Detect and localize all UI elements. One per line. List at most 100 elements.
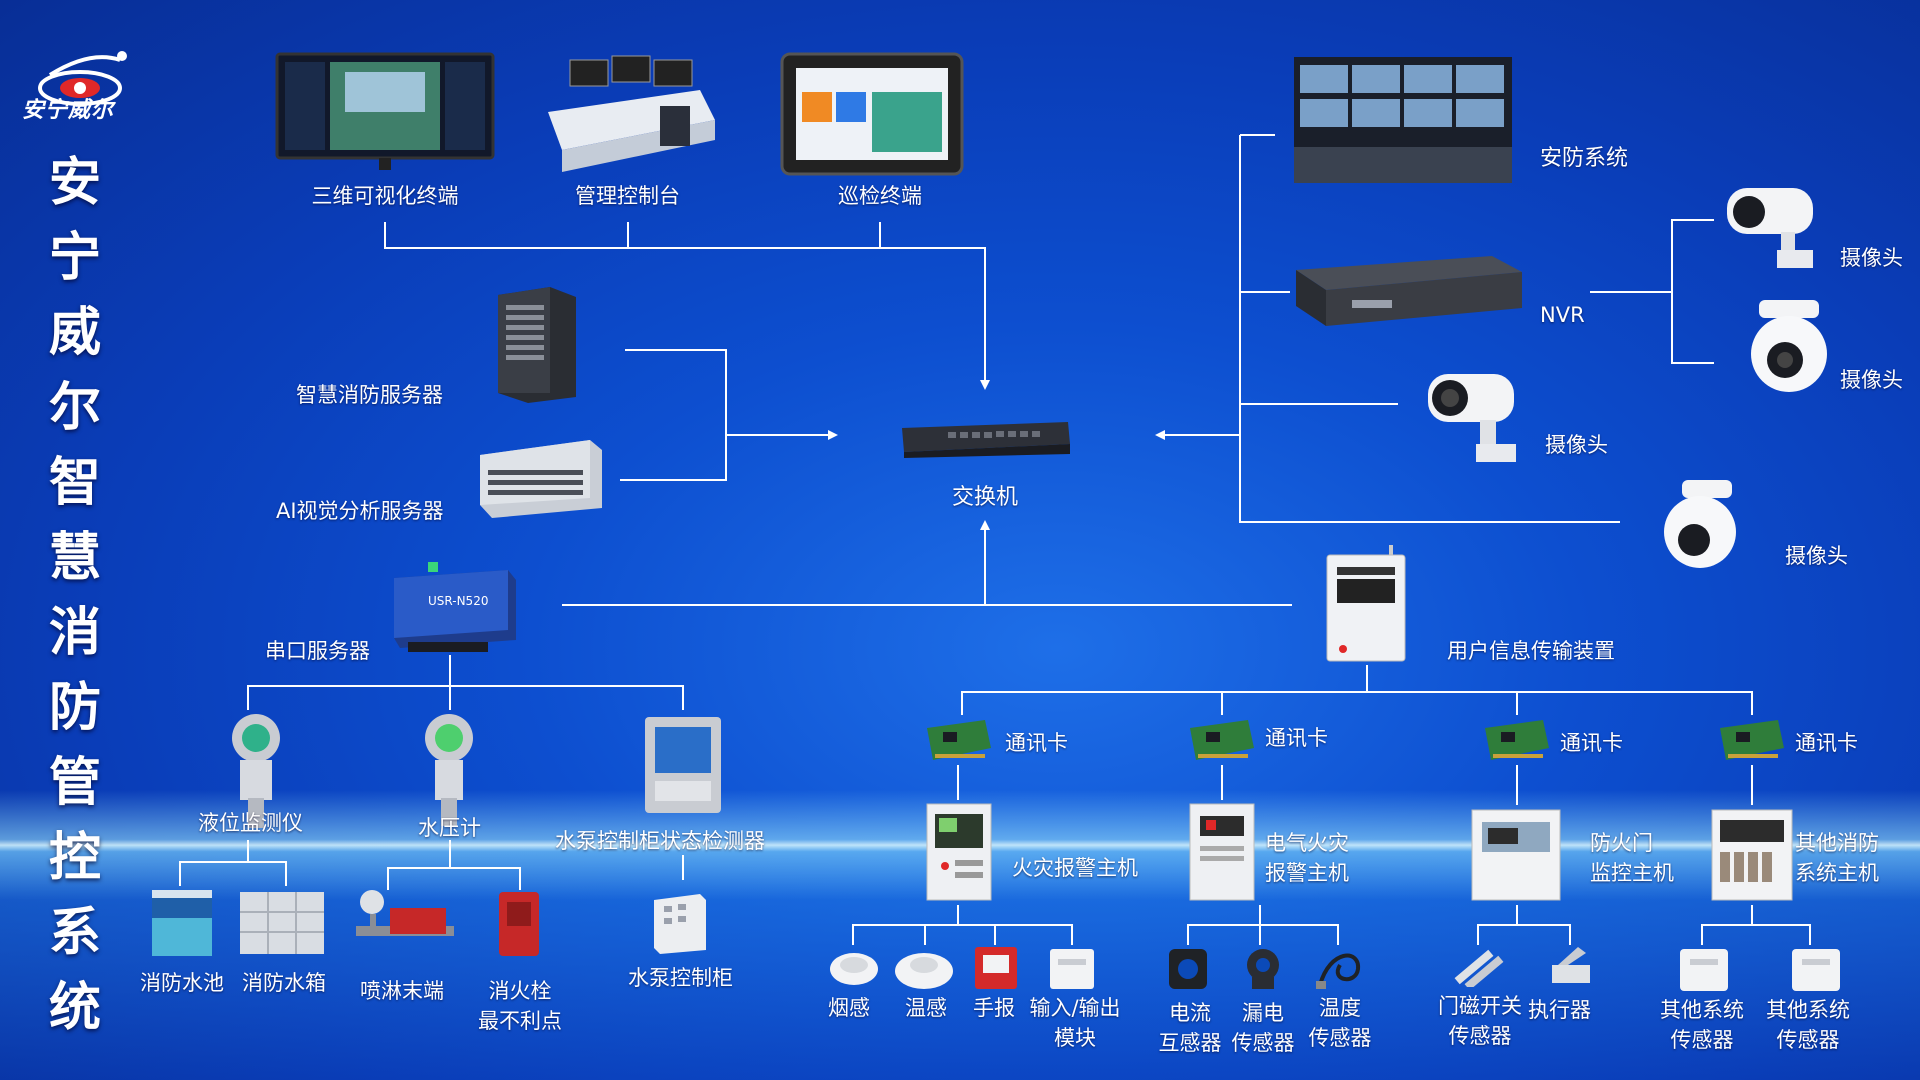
hydrant-label-1: 消火栓 xyxy=(488,979,552,1003)
user-info-device-icon xyxy=(1326,545,1406,662)
leakage-sensor-icon xyxy=(1247,949,1279,989)
arrow-down-icon xyxy=(980,380,990,390)
user-info-device-label: 用户信息传输装置 xyxy=(1447,639,1615,663)
fire-tank-icon xyxy=(240,892,324,954)
fire-alarm-host-label: 火灾报警主机 xyxy=(1012,856,1138,880)
smoke-detector-icon xyxy=(830,953,878,985)
company-logo-text: 安宁威尔 xyxy=(22,97,115,123)
comm-card-icon-1 xyxy=(927,720,991,760)
switch-label: 交换机 xyxy=(951,485,1018,510)
camera-label-3: 摄像头 xyxy=(1840,368,1903,392)
nvr-icon xyxy=(1296,256,1522,326)
actuator-icon xyxy=(1552,947,1590,983)
door-sensor-label-1: 门磁开关 xyxy=(1438,994,1522,1018)
ai-server-label: AI视觉分析服务器 xyxy=(276,499,444,523)
management-console-label: 管理控制台 xyxy=(575,184,680,208)
camera-label-4: 摄像头 xyxy=(1785,544,1848,568)
level-monitor-icon xyxy=(232,714,280,828)
arrow-right-icon xyxy=(828,430,838,440)
visualization-terminal-label: 三维可视化终端 xyxy=(311,184,459,208)
fire-server-icon xyxy=(498,287,576,403)
temperature-sensor-icon xyxy=(1316,953,1361,989)
other-host-label-2: 系统主机 xyxy=(1795,861,1879,885)
fire-server-label: 智慧消防服务器 xyxy=(296,383,443,407)
other-system-host-icon xyxy=(1711,809,1793,901)
door-sensor-label-2: 传感器 xyxy=(1448,1024,1512,1048)
nvr-label: NVR xyxy=(1540,303,1585,327)
leakage-sensor-label-2: 传感器 xyxy=(1231,1031,1295,1055)
pump-monitor-icon xyxy=(645,717,721,813)
sprinkler-end-label: 喷淋末端 xyxy=(360,979,444,1003)
pump-cabinet-label: 水泵控制柜 xyxy=(628,966,733,990)
manual-alarm-button-icon xyxy=(975,947,1017,989)
pressure-gauge-icon xyxy=(425,714,473,826)
camera-bullet-icon xyxy=(1428,374,1516,462)
company-logo xyxy=(38,51,127,106)
arrow-up-icon xyxy=(980,520,990,530)
comm-card-label-1: 通讯卡 xyxy=(1005,731,1068,755)
temperature-sensor-label-2: 传感器 xyxy=(1308,1026,1372,1050)
camera-bullet-icon-2 xyxy=(1727,188,1813,268)
temperature-detector-label: 温感 xyxy=(905,996,947,1020)
ai-server-icon xyxy=(480,440,602,518)
fire-door-host-label-2: 监控主机 xyxy=(1590,861,1674,885)
current-transformer-label-1: 电流 xyxy=(1169,1001,1211,1025)
hydrant-label-2: 最不利点 xyxy=(478,1009,562,1033)
comm-card-icon-2 xyxy=(1190,720,1254,760)
camera-label-1: 摄像头 xyxy=(1545,433,1608,457)
security-system-label: 安防系统 xyxy=(1540,146,1629,171)
comm-card-icon-3 xyxy=(1485,720,1549,760)
fire-pool-label: 消防水池 xyxy=(140,971,224,995)
door-magnetic-sensor-icon xyxy=(1454,949,1504,987)
actuator-label: 执行器 xyxy=(1528,998,1591,1022)
fire-alarm-host-icon xyxy=(926,803,992,901)
pump-cabinet-icon xyxy=(654,894,706,954)
electrical-fire-host-icon xyxy=(1189,803,1255,901)
io-module-label-2: 模块 xyxy=(1054,1026,1096,1050)
other-sensor-a-label-1: 其他系统 xyxy=(1660,998,1744,1022)
current-transformer-label-2: 互感器 xyxy=(1158,1031,1222,1055)
camera-label-2: 摄像头 xyxy=(1840,246,1903,270)
temperature-sensor-label-1: 温度 xyxy=(1319,996,1361,1020)
comm-card-icon-4 xyxy=(1720,720,1784,760)
camera-dome-icon-2 xyxy=(1664,480,1736,568)
elec-fire-host-label-2: 报警主机 xyxy=(1265,861,1349,885)
comm-card-label-2: 通讯卡 xyxy=(1265,726,1328,750)
fire-door-host-label-1: 防火门 xyxy=(1590,831,1653,855)
io-module-icon xyxy=(1050,949,1094,989)
other-system-sensor-icon-1 xyxy=(1680,949,1728,991)
other-sensor-b-label-1: 其他系统 xyxy=(1766,998,1850,1022)
fire-tank-label: 消防水箱 xyxy=(242,971,326,995)
manual-alarm-label: 手报 xyxy=(973,996,1015,1020)
comm-card-label-4: 通讯卡 xyxy=(1795,731,1858,755)
comm-card-label-3: 通讯卡 xyxy=(1560,731,1623,755)
serial-server-label: 串口服务器 xyxy=(265,639,370,663)
other-sensor-b-label-2: 传感器 xyxy=(1776,1028,1840,1052)
sprinkler-end-icon xyxy=(356,890,454,936)
serial-server-brand: USR-N520 xyxy=(428,594,488,608)
temperature-detector-icon xyxy=(895,953,953,989)
other-system-sensor-icon-2 xyxy=(1792,949,1840,991)
other-sensor-a-label-2: 传感器 xyxy=(1670,1028,1734,1052)
inspection-terminal-label: 巡检终端 xyxy=(838,184,922,208)
pressure-gauge-label: 水压计 xyxy=(418,816,481,840)
arrow-left-icon xyxy=(1155,430,1165,440)
management-console-icon xyxy=(548,55,715,172)
visualization-terminal-icon xyxy=(275,52,495,170)
smoke-detector-label: 烟感 xyxy=(828,996,870,1020)
serial-server-icon: USR-N520 xyxy=(394,562,516,652)
other-host-label-1: 其他消防 xyxy=(1795,831,1879,855)
elec-fire-host-label-1: 电气火灾 xyxy=(1265,831,1349,855)
hydrant-icon xyxy=(499,892,539,956)
fire-door-host-icon xyxy=(1471,809,1561,901)
camera-dome-icon xyxy=(1751,300,1827,392)
leakage-sensor-label-1: 漏电 xyxy=(1242,1001,1284,1025)
inspection-terminal-icon xyxy=(780,52,964,176)
io-module-label-1: 输入/输出 xyxy=(1029,996,1121,1020)
network-switch-icon xyxy=(902,422,1070,458)
pump-monitor-label: 水泵控制柜状态检测器 xyxy=(555,829,765,853)
page-title: 安宁威尔智慧消防管控系统 xyxy=(48,152,101,1038)
current-transformer-icon xyxy=(1169,949,1207,989)
level-monitor-label: 液位监测仪 xyxy=(198,811,303,835)
